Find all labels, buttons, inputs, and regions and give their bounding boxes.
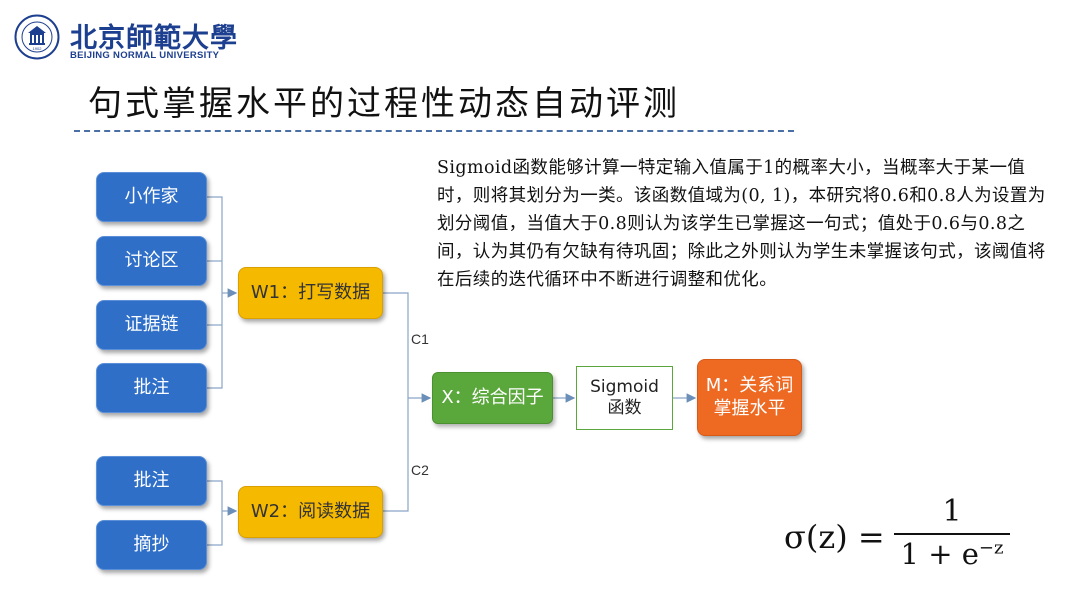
m-label-line1: M：关系词 — [705, 375, 794, 396]
page-title: 句式掌握水平的过程性动态自动评测 — [88, 84, 680, 124]
input-box-pizhu-1: 批注 — [96, 363, 207, 413]
formula-fraction: 1 1 + e−z — [894, 494, 1010, 571]
input-box-xiaozuojia: 小作家 — [96, 172, 207, 222]
sigmoid-label-line1: Sigmoid — [590, 376, 659, 397]
connector-label-c1: C1 — [411, 331, 429, 347]
w2-reading-data-box: W2：阅读数据 — [238, 486, 383, 538]
sigmoid-function-box: Sigmoid 函数 — [576, 366, 673, 430]
formula-lhs: σ(z) = — [784, 518, 885, 556]
formula-denominator-base: 1 + e — [900, 537, 979, 571]
university-seal-icon: 1902 — [14, 14, 60, 60]
title-divider — [74, 130, 794, 132]
formula-exponent: −z — [978, 537, 1004, 559]
input-box-zhengjulian: 证据链 — [96, 300, 207, 350]
formula-numerator: 1 — [942, 494, 962, 529]
m-mastery-level-box: M：关系词 掌握水平 — [697, 359, 802, 436]
connector-label-c2: C2 — [411, 462, 429, 478]
university-logo: 1902 北京師範大學 BEIJING NORMAL UNIVERSITY — [14, 12, 244, 64]
input-box-zhaichao: 摘抄 — [96, 520, 207, 570]
input-box-taolunqu: 讨论区 — [96, 236, 207, 286]
m-label-line2: 掌握水平 — [713, 397, 786, 419]
sigmoid-label-line2: 函数 — [607, 398, 642, 418]
university-name-en: BEIJING NORMAL UNIVERSITY — [70, 50, 220, 61]
formula-fraction-bar — [894, 533, 1010, 535]
formula-denominator: 1 + e−z — [894, 537, 1010, 571]
description-text: Sigmoid函数能够计算一特定输入值属于1的概率大小，当概率大于某一值时，则将… — [437, 158, 1046, 290]
w1-writing-data-box: W1：打写数据 — [238, 267, 383, 319]
svg-text:1902: 1902 — [33, 46, 43, 51]
university-name: 北京師範大學 — [70, 23, 238, 54]
sigmoid-formula: σ(z) = 1 1 + e−z — [784, 494, 1024, 578]
input-box-pizhu-2: 批注 — [96, 456, 207, 506]
x-composite-factor-box: X：综合因子 — [432, 372, 553, 424]
